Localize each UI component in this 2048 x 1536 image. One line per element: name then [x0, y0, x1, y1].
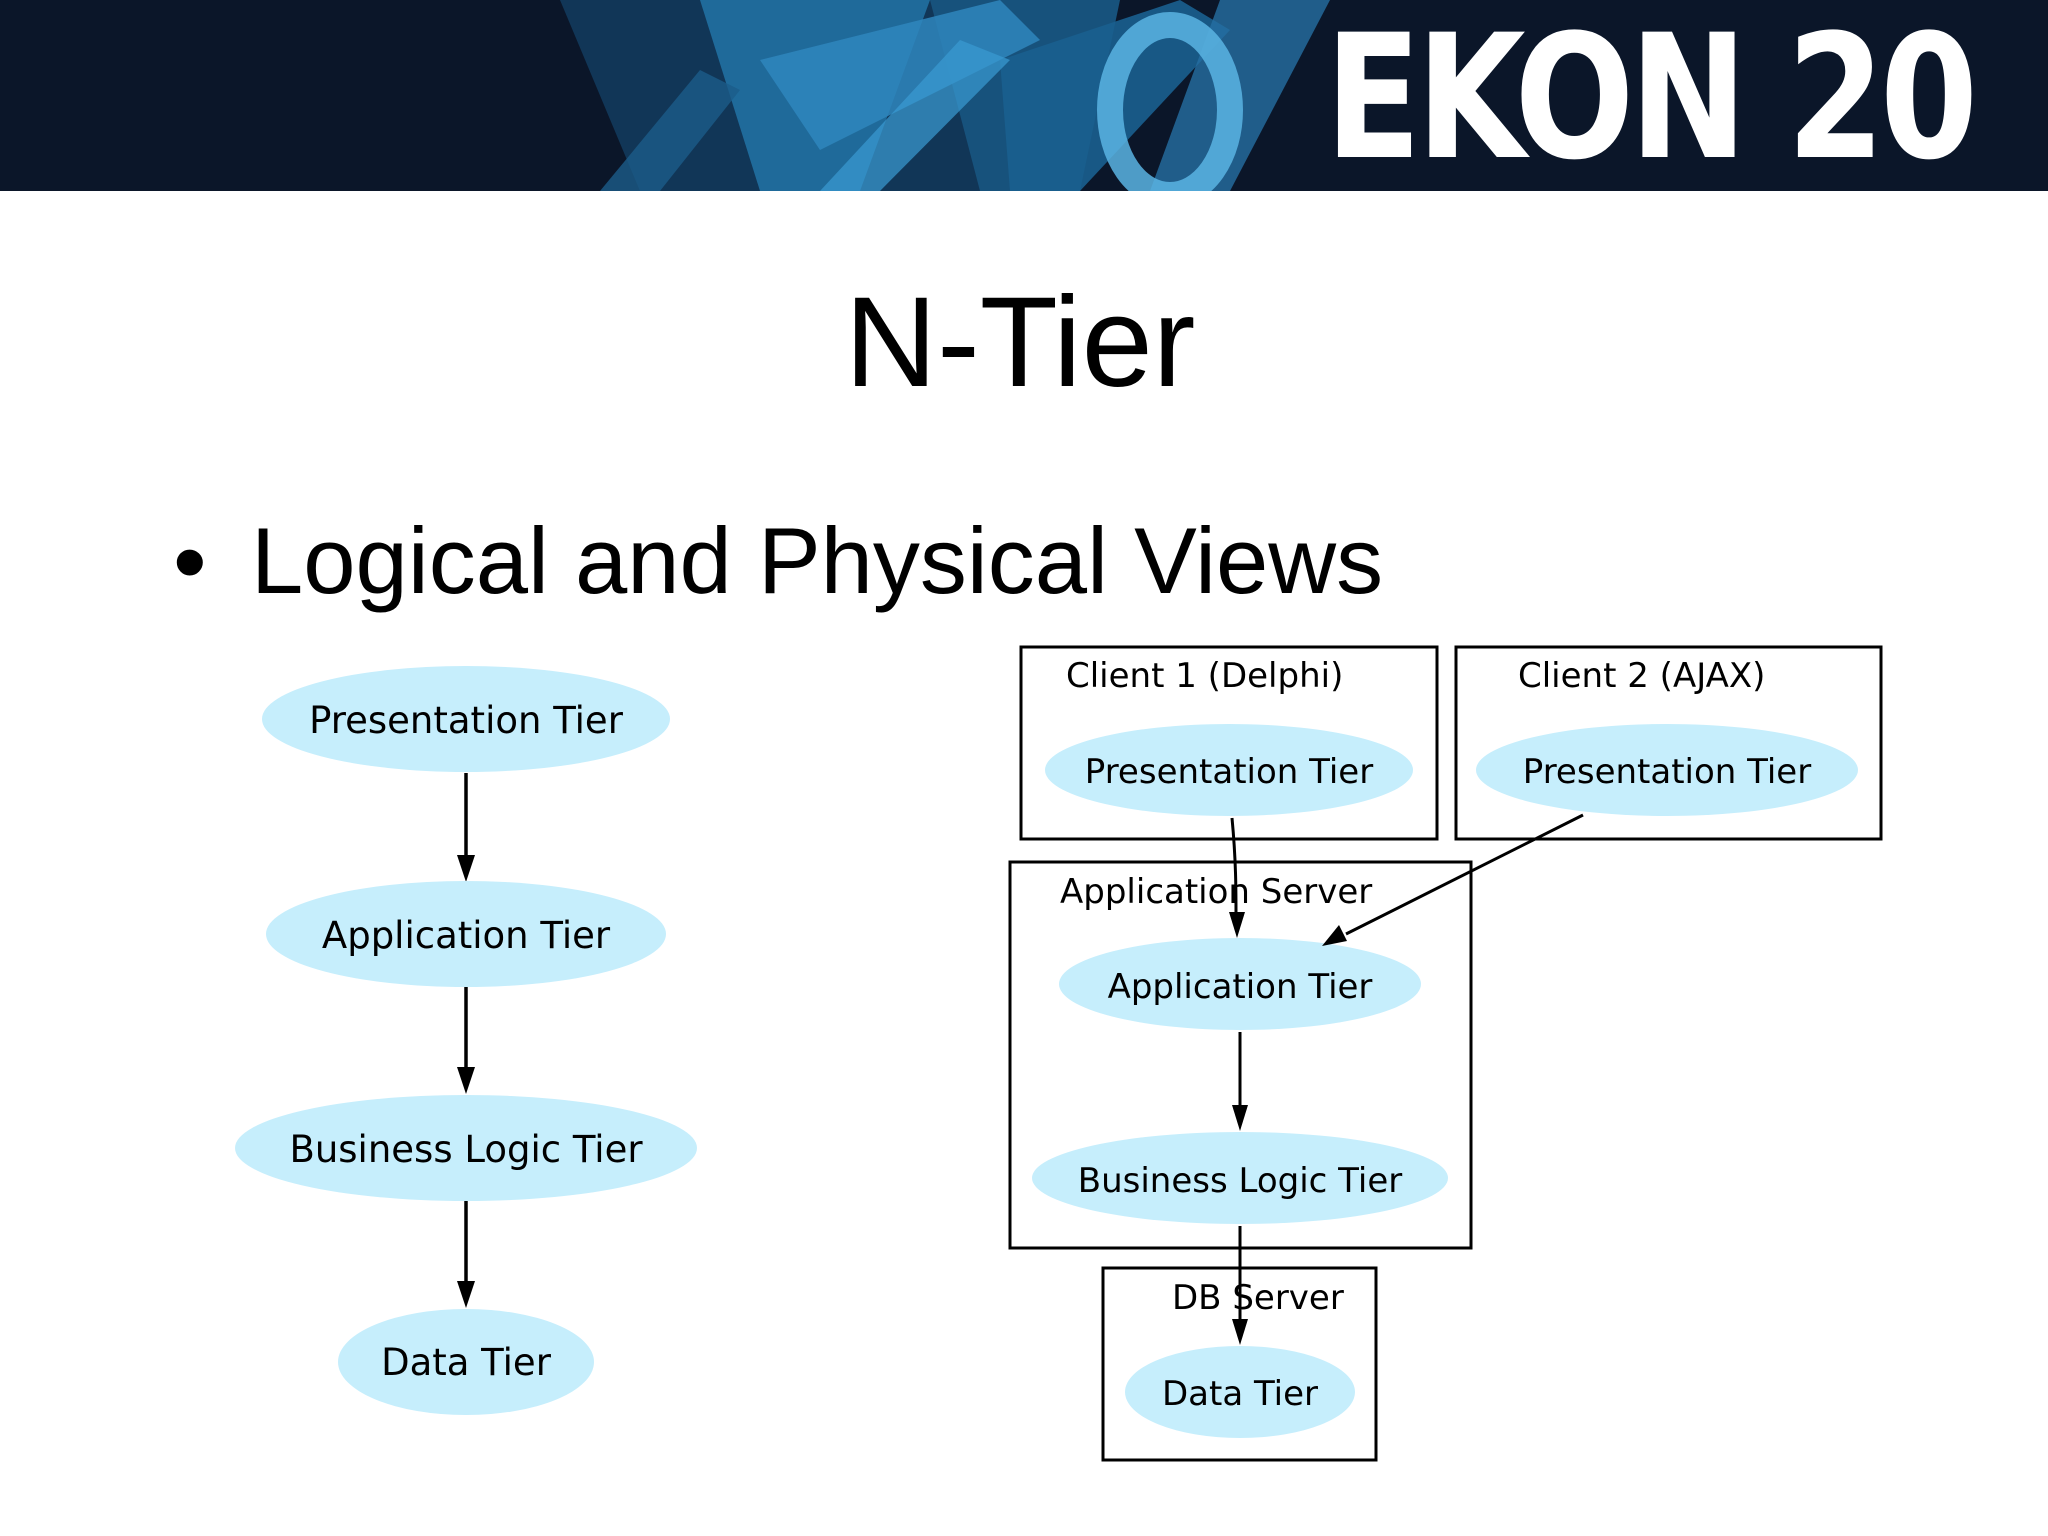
physical-view: Client 1 (Delphi) Presentation Tier Clie…: [1008, 645, 1883, 1462]
node-label: Application Tier: [322, 914, 611, 957]
box-client-2: Client 2 (AJAX) Presentation Tier: [1454, 645, 1883, 841]
physical-edge: [1229, 817, 1245, 938]
banner-graphic: [0, 0, 2048, 191]
physical-edge: [1232, 1032, 1248, 1131]
box-label: Client 1 (Delphi): [1066, 656, 1343, 696]
node-label: Data Tier: [381, 1341, 552, 1384]
node-label: Application Tier: [1108, 967, 1373, 1007]
logical-view: Presentation Tier Application Tier Busin…: [235, 666, 697, 1415]
brand-logo: EKON 20: [1325, 0, 1978, 191]
node-label: Data Tier: [1162, 1374, 1318, 1414]
node-label: Presentation Tier: [309, 699, 624, 742]
box-label: DB Server: [1172, 1278, 1344, 1318]
node-label: Presentation Tier: [1523, 752, 1811, 792]
node-label: Presentation Tier: [1085, 752, 1373, 792]
logical-node-data-tier: Data Tier: [338, 1309, 594, 1415]
bullet-text: Logical and Physical Views: [251, 508, 1384, 613]
header-banner: EKON 20: [0, 0, 2048, 191]
logical-edge: [457, 773, 475, 882]
box-application-server: Application Server Application Tier Busi…: [1008, 860, 1473, 1250]
box-label: Application Server: [1060, 872, 1372, 912]
slide-title: N-Tier: [844, 271, 1196, 414]
bullet-marker: •: [173, 508, 207, 615]
node-label: Business Logic Tier: [289, 1128, 643, 1171]
box-label: Client 2 (AJAX): [1518, 656, 1765, 696]
node-label: Business Logic Tier: [1078, 1161, 1402, 1201]
physical-edge: [1232, 1226, 1248, 1345]
physical-edge: [1322, 813, 1584, 946]
logical-node-presentation-tier: Presentation Tier: [262, 666, 670, 772]
logical-node-business-logic-tier: Business Logic Tier: [235, 1095, 697, 1201]
logical-edge: [457, 987, 475, 1094]
box-db-server: DB Server Data Tier: [1101, 1266, 1378, 1462]
logical-edge: [457, 1201, 475, 1308]
logical-node-application-tier: Application Tier: [266, 881, 666, 987]
box-client-1: Client 1 (Delphi) Presentation Tier: [1019, 645, 1439, 841]
